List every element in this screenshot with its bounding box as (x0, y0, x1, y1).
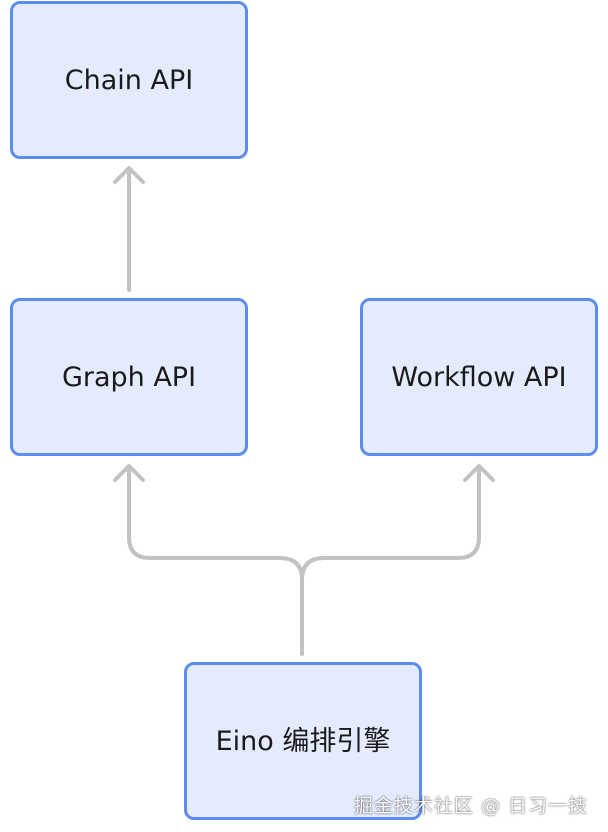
graph-api-node: Graph API (10, 298, 248, 456)
workflow-api-node: Workflow API (360, 298, 598, 456)
eino-engine-node: Eino 编排引擎 (184, 662, 422, 820)
workflow-api-label: Workflow API (391, 361, 567, 393)
edge-eino-to-graph (113, 464, 304, 656)
edge-graph-to-chain (113, 166, 145, 292)
edge-eino-to-workflow (300, 464, 495, 582)
chain-api-label: Chain API (64, 64, 194, 96)
graph-api-label: Graph API (61, 361, 197, 393)
chain-api-node: Chain API (10, 1, 248, 159)
watermark: 掘金技术社区 @ 日习一技 (353, 795, 588, 817)
eino-engine-label: Eino 编排引擎 (215, 725, 391, 757)
